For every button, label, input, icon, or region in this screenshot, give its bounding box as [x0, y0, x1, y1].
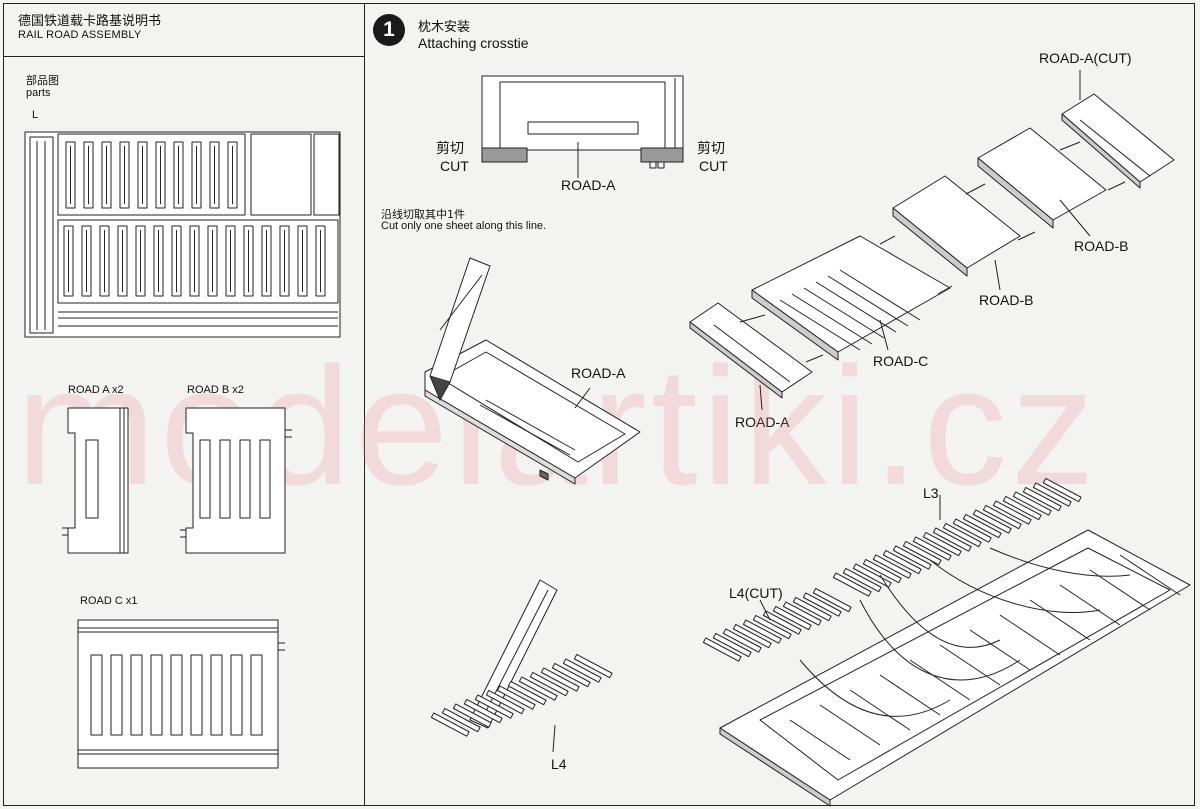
cut-note-chinese: 沿线切取其中1件 [381, 208, 465, 221]
title-english: RAIL ROAD ASSEMBLY [18, 29, 142, 41]
cut-label-left-chinese: 剪切 [436, 141, 464, 157]
road-c-count-label: ROAD C x1 [80, 595, 138, 607]
cut-label-right: CUT [699, 158, 728, 174]
road-b-part-drawing [180, 407, 292, 554]
crosstie-assembly-drawing [702, 477, 1191, 807]
road-c-label: ROAD-C [873, 353, 929, 369]
cut-label-right-chinese: 剪切 [697, 141, 725, 157]
header-divider [3, 56, 365, 57]
parts-sprue-drawing [24, 131, 341, 338]
road-a-cut-label: ROAD-A(CUT) [1039, 50, 1132, 66]
road-a-label-top: ROAD-A [561, 177, 616, 193]
road-a-count-label: ROAD A x2 [68, 384, 124, 396]
sheet-border [3, 3, 1195, 806]
title-chinese: 德国铁道载卡路基说明书 [18, 14, 162, 29]
l4-cut-label: L4(CUT) [729, 585, 783, 601]
road-b-count-label: ROAD B x2 [187, 384, 244, 396]
road-assembly-drawing [689, 70, 1175, 411]
l3-label: L3 [923, 485, 939, 501]
l4-label: L4 [551, 756, 567, 772]
sprue-label: L [32, 109, 39, 121]
column-divider [364, 3, 365, 806]
road-b-label-2: ROAD-B [979, 292, 1034, 308]
road-c-part-drawing [77, 619, 285, 769]
parts-label-english: parts [26, 87, 51, 99]
parts-label-chinese: 部品图 [26, 74, 59, 87]
cut-label-left: CUT [440, 158, 469, 174]
road-a-part-drawing [62, 407, 129, 554]
step-title-chinese: 枕木安装 [418, 20, 471, 35]
step-number-badge: 1 [373, 14, 405, 46]
road-a-label-cut-piece: ROAD-A [571, 365, 626, 381]
road-b-label-1: ROAD-B [1074, 238, 1129, 254]
cut-note-english: Cut only one sheet along this line. [381, 220, 547, 232]
road-a-label-assembly: ROAD-A [735, 414, 790, 430]
step-title-english: Attaching crosstie [418, 35, 529, 51]
road-a-cut-view-drawing [481, 75, 684, 178]
road-a-cut-piece-drawing [424, 257, 641, 485]
l4-piece-drawing [430, 579, 613, 753]
